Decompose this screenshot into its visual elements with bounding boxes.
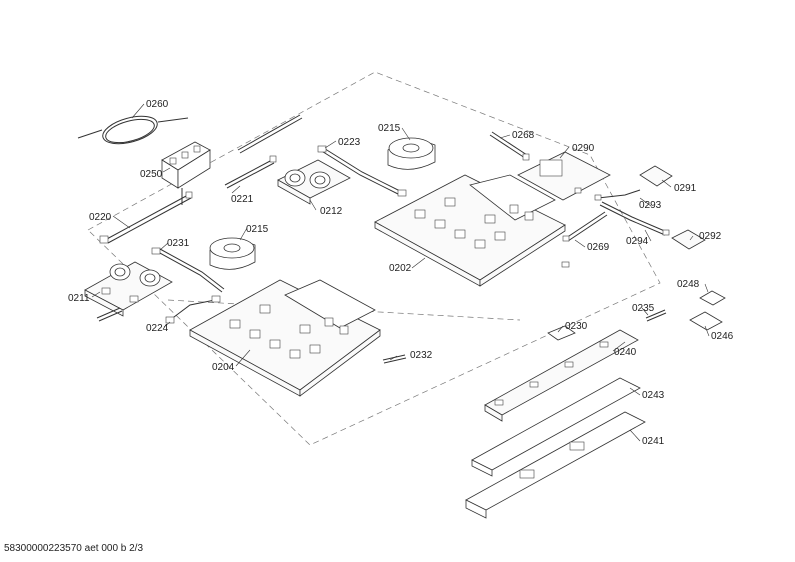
part-0232-connector [382,354,407,364]
part-0215-coil-upper [387,137,436,170]
part-0231-harness [151,247,225,293]
part-0294-harness [599,201,670,236]
part-0223-wire [317,145,407,197]
part-0246 [689,311,723,331]
label-0241: 0241 [642,436,665,447]
part-0230-ribbon [547,325,576,341]
part-0202-power-board [374,174,566,287]
label-0211: 0211 [68,293,90,304]
part-0220-cable [99,191,193,244]
part-0248 [699,290,726,306]
part-0243-frame [471,377,641,477]
label-0232: 0232 [410,350,433,361]
part-0260-cable [77,115,189,145]
label-0260: 0260 [146,99,169,110]
part-0224-connector [165,295,221,324]
label-0290: 0290 [572,143,595,154]
part-0293-harness [594,189,641,201]
part-0215-coil-left [209,237,256,270]
label-0246: 0246 [711,331,734,342]
label-0221: 0221 [231,194,254,205]
label-0220: 0220 [89,212,112,223]
leader-lines [91,103,710,442]
label-0268: 0268 [512,130,535,141]
label-0294: 0294 [626,236,649,247]
part-0250-terminal-block [161,141,211,205]
label-0240: 0240 [614,347,637,358]
label-0212: 0212 [320,206,343,217]
part-0290-board [517,151,611,201]
label-0243: 0243 [642,390,665,401]
part-harness-small-left [96,307,123,322]
drawing-footer-code: 58300000223570 aet 000 b 2/3 [4,543,144,554]
part-0241-frame [465,411,646,519]
part-0235-connector [645,309,667,322]
label-0202: 0202 [389,263,412,274]
label-0293: 0293 [639,200,662,211]
label-0231: 0231 [167,238,190,249]
label-0204: 0204 [212,362,235,373]
label-0223: 0223 [338,137,361,148]
part-0212-filter-board [277,159,351,205]
label-0224: 0224 [146,323,169,334]
label-0269: 0269 [587,242,610,253]
label-0215-upper: 0215 [378,123,401,134]
label-0248: 0248 [677,279,700,290]
part-0204-power-board [189,279,381,397]
assembly-outline-inner [167,299,521,321]
label-0250: 0250 [140,169,163,180]
label-0292: 0292 [699,231,722,242]
label-0215-left: 0215 [246,224,269,235]
part-0291-small-board [639,165,673,187]
part-0269-harness [561,211,608,268]
part-0221-wire [224,155,277,189]
part-0268-wire [489,131,530,161]
part-wire-top [237,114,303,154]
part-0292-small-board [671,229,706,250]
part-0240-control-board [484,329,639,422]
label-0291: 0291 [674,183,697,194]
label-0235: 0235 [632,303,655,314]
assembly-outline [87,71,661,446]
part-0211-filter-board [84,261,173,317]
label-0230: 0230 [565,321,588,332]
